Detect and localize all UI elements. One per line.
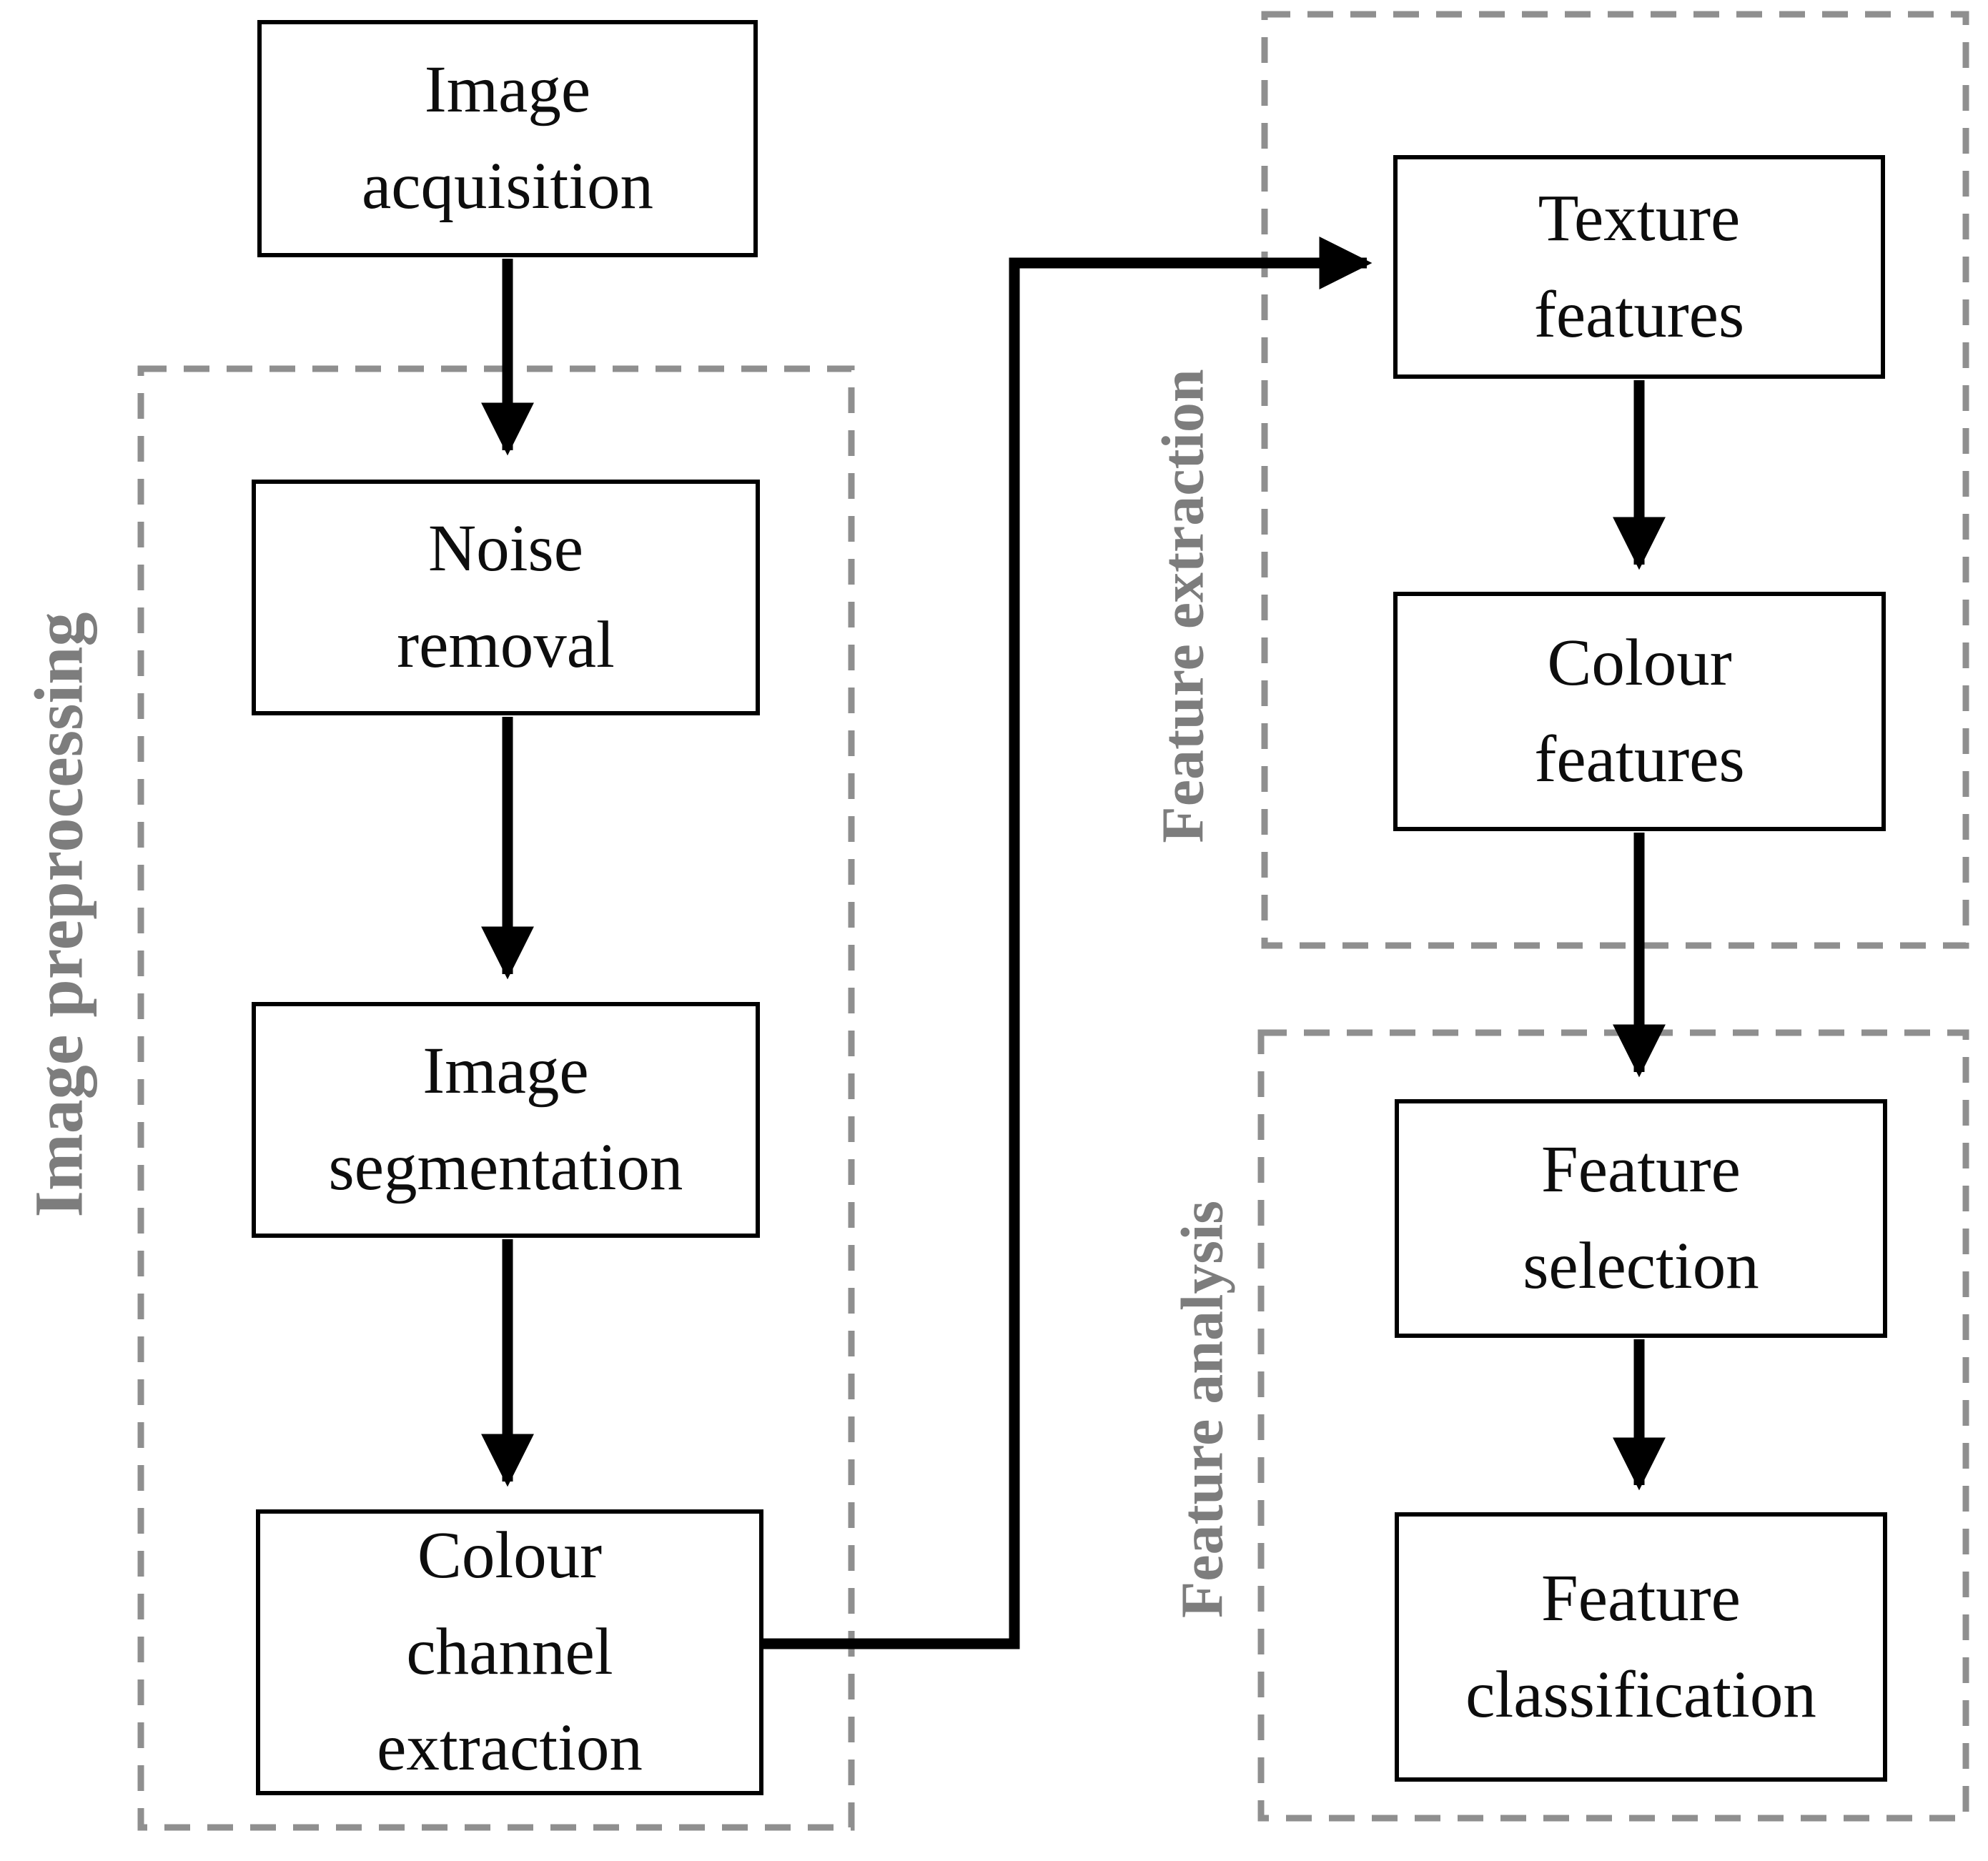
image-preprocessing-group-border (137, 365, 855, 1831)
feature-extraction-group-border (1261, 11, 1969, 949)
node-feature-selection-label: Feature selection (1523, 1133, 1759, 1303)
node-image-segmentation-label: Image segmentation (328, 1034, 683, 1204)
node-feature-classification-label: Feature classification (1465, 1561, 1816, 1732)
node-image-acquisition-label: Image acquisition (361, 53, 654, 223)
arrow-colourchannel-to-texture (759, 237, 1373, 1649)
node-noise-removal-label: Noise removal (397, 512, 615, 682)
node-image-acquisition: Image acquisition (257, 20, 758, 257)
node-texture-features: Texture features (1393, 155, 1885, 379)
node-noise-removal: Noise removal (252, 480, 760, 715)
group-label-feature-analysis: Feature analysis (1169, 1200, 1236, 1619)
group-label-image-preprocessing: Image preprocessing (20, 612, 97, 1218)
node-feature-selection: Feature selection (1395, 1099, 1887, 1338)
node-feature-classification: Feature classification (1395, 1512, 1887, 1782)
node-colour-channel-extraction: Colour channel extraction (256, 1509, 763, 1795)
node-colour-features-label: Colour features (1534, 625, 1745, 796)
node-texture-features-label: Texture features (1533, 181, 1745, 352)
node-colour-channel-extraction-label: Colour channel extraction (377, 1518, 643, 1785)
group-label-feature-extraction: Feature extraction (1149, 369, 1217, 843)
node-image-segmentation: Image segmentation (252, 1002, 760, 1238)
node-colour-features: Colour features (1393, 592, 1886, 831)
